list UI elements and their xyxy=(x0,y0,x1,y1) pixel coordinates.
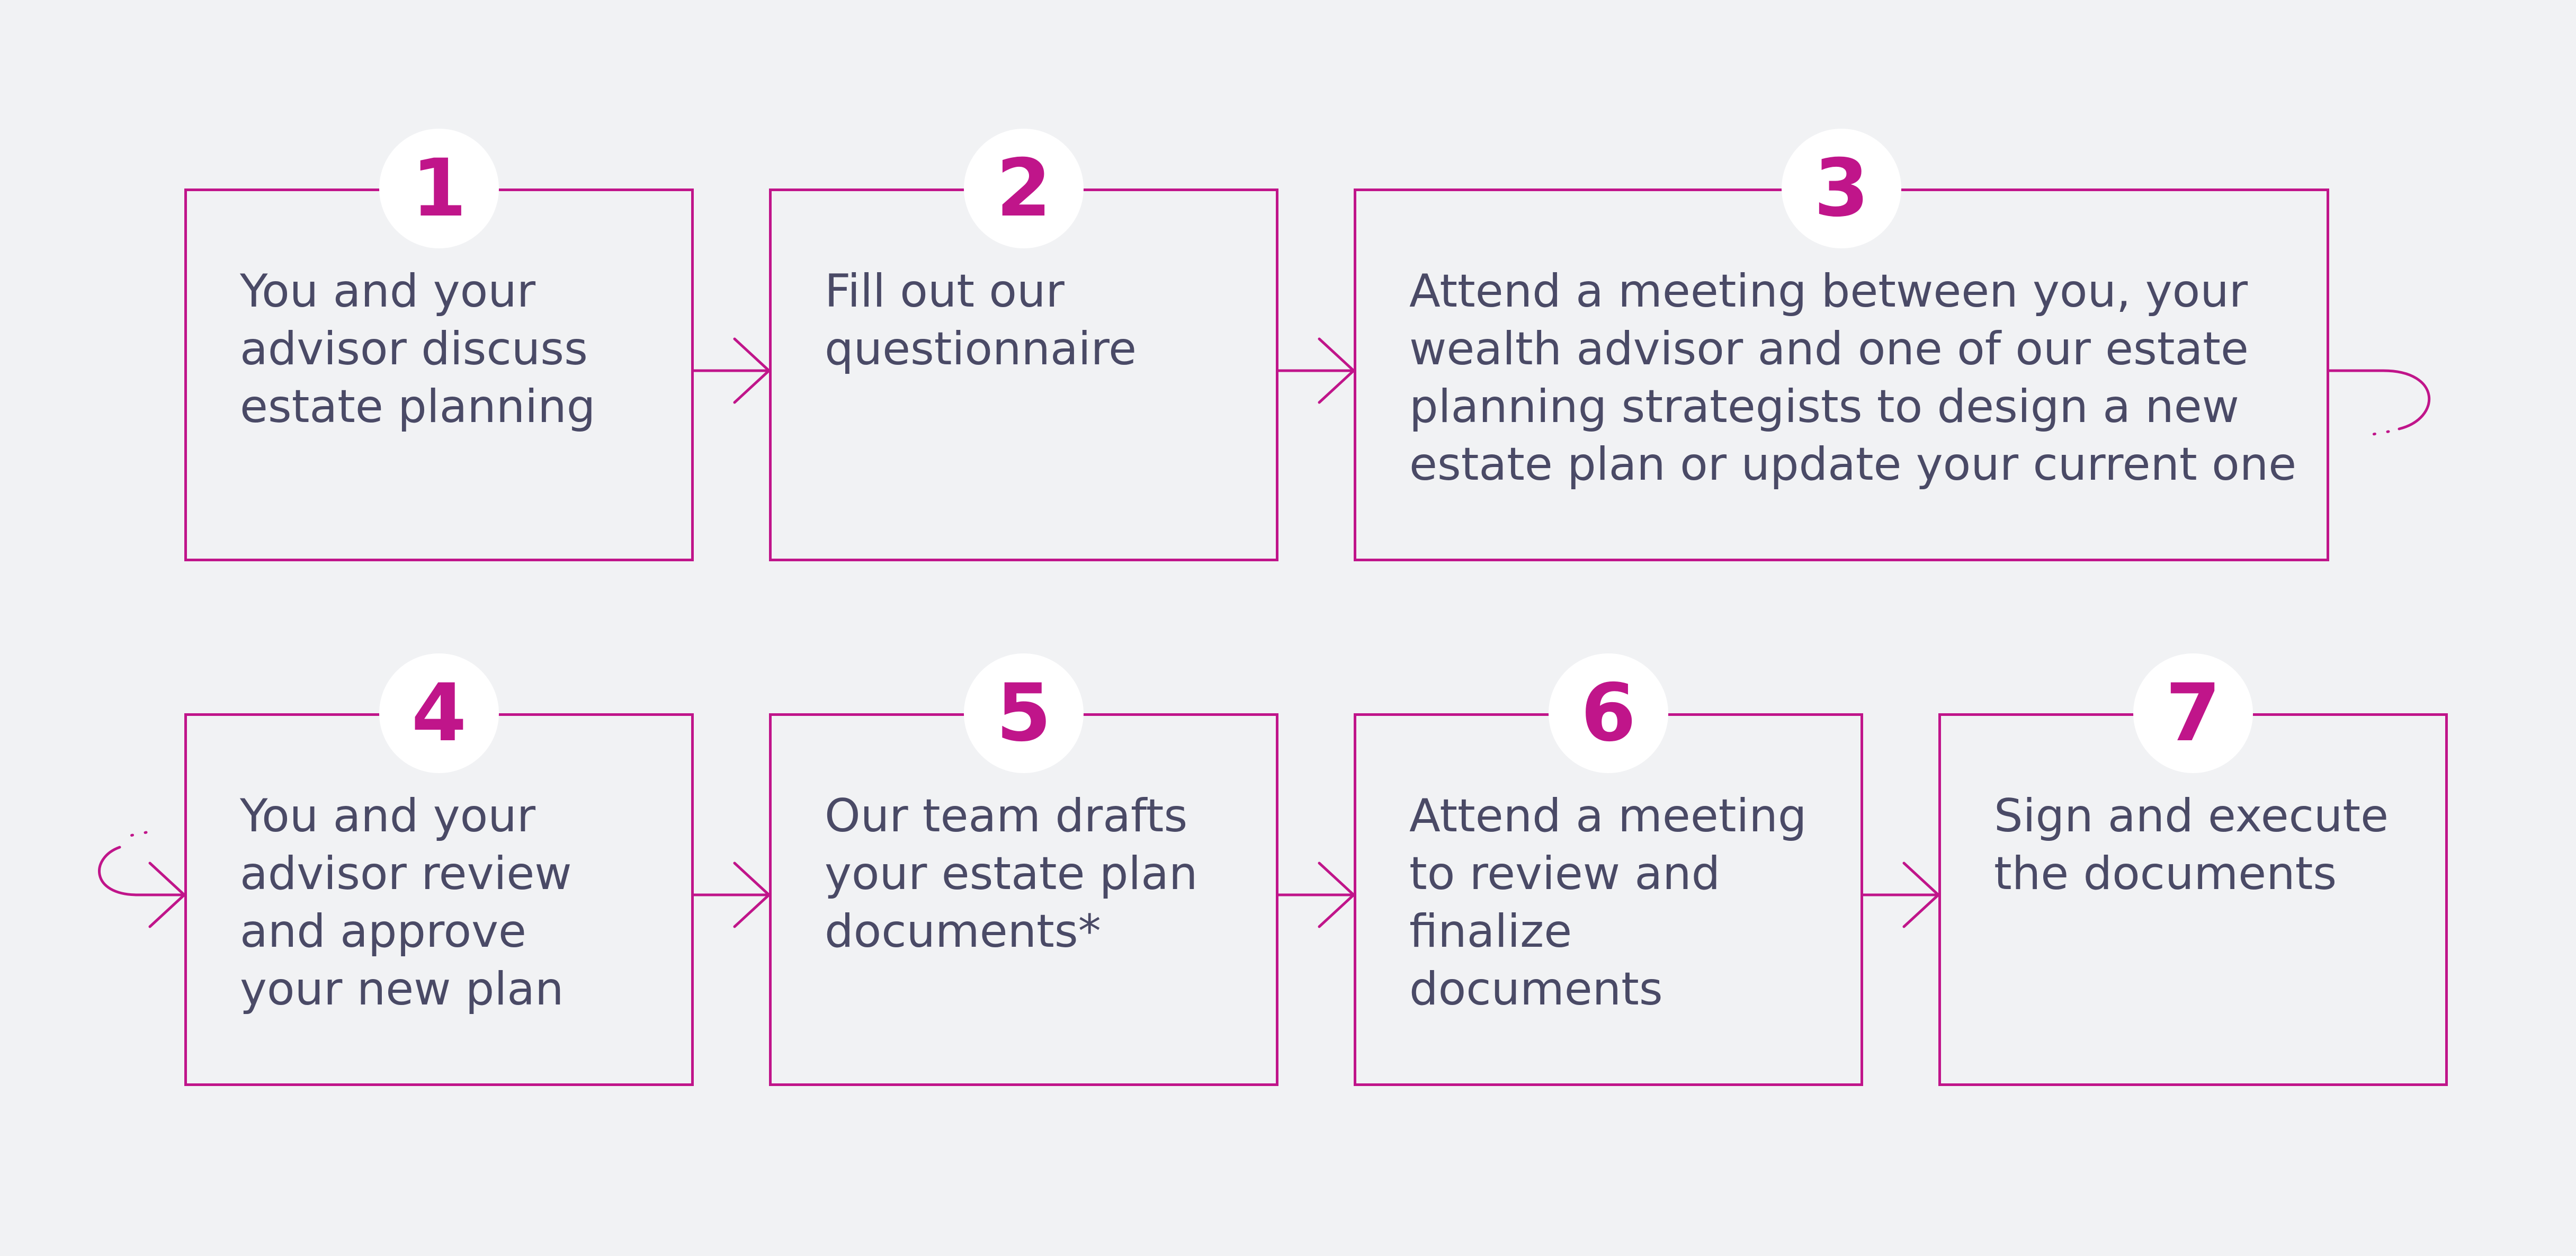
step-5-text: Our team drafts your estate plan documen… xyxy=(825,790,1198,958)
step-7-card: Sign and execute the documents xyxy=(1938,713,2448,1086)
arrow-step2-to-step3 xyxy=(1277,337,1355,404)
step-6-card: Attend a meeting to review and finalize … xyxy=(1354,713,1863,1086)
step-6-number-badge: 6 xyxy=(1549,653,1668,773)
step-5-card: Our team drafts your estate plan documen… xyxy=(769,713,1278,1086)
step-5-number-badge: 5 xyxy=(964,653,1084,773)
step-4-number-badge: 4 xyxy=(379,653,499,773)
step-3-card: Attend a meeting between you, your wealt… xyxy=(1354,189,2329,561)
step-1-card: You and your advisor discuss estate plan… xyxy=(184,189,694,561)
step-2-number-badge: 2 xyxy=(964,129,1084,248)
step-4-text: You and your advisor review and approve … xyxy=(240,790,572,1016)
step-2-card: Fill out our questionnaire xyxy=(769,189,1278,561)
arrow-step5-to-step6 xyxy=(1277,862,1355,928)
wrap-connector-entry xyxy=(98,831,186,928)
arrow-step4-to-step5 xyxy=(692,862,771,928)
step-4-card: You and your advisor review and approve … xyxy=(184,713,694,1086)
arrow-step6-to-step7 xyxy=(1862,862,1940,928)
step-1-number-badge: 1 xyxy=(379,129,499,248)
step-6-text: Attend a meeting to review and finalize … xyxy=(1409,790,1807,1016)
arrow-step1-to-step2 xyxy=(692,337,771,404)
step-2-text: Fill out our questionnaire xyxy=(825,265,1137,375)
step-3-number-badge: 3 xyxy=(1782,129,1901,248)
step-3-text: Attend a meeting between you, your wealt… xyxy=(1409,265,2297,491)
step-7-text: Sign and execute the documents xyxy=(1994,790,2389,900)
step-1-text: You and your advisor discuss estate plan… xyxy=(240,265,596,433)
wrap-connector-exit xyxy=(2328,369,2431,437)
step-7-number-badge: 7 xyxy=(2133,653,2253,773)
